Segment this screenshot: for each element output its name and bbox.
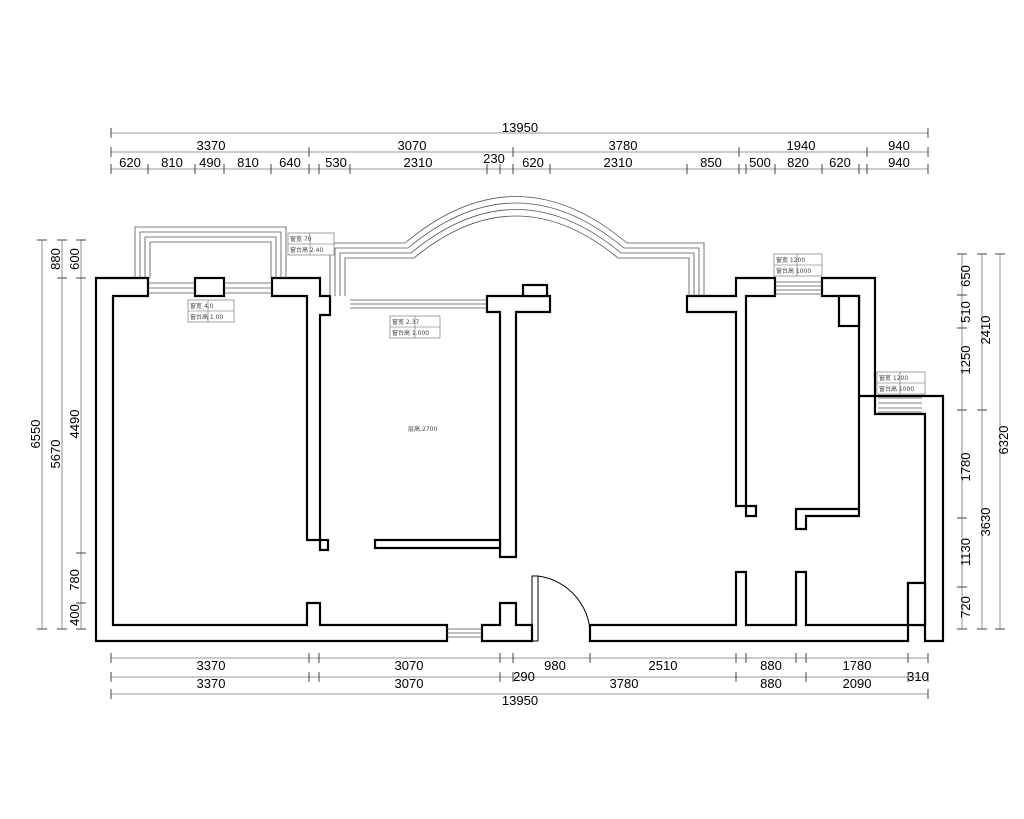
left-inner-2: 4490 bbox=[67, 410, 82, 439]
tag-center-room: 窗宽 2.37 窗台高 1.000 bbox=[389, 315, 441, 339]
bottom-r1-6: 1780 bbox=[843, 658, 872, 673]
top-detail-12: 500 bbox=[749, 155, 771, 170]
right-inner-5: 1130 bbox=[958, 538, 973, 566]
bottom-r2-1: 3370 bbox=[197, 676, 226, 691]
tag-left-room-line2: 窗台高 1.00 bbox=[190, 313, 223, 321]
right-dimensions: 650 510 1250 1780 1130 720 2410 3630 632… bbox=[957, 253, 1011, 630]
tag-top-right-line2: 窗台高 1000 bbox=[776, 267, 811, 275]
top-detail-8: 230 bbox=[483, 151, 505, 166]
top-detail-13: 820 bbox=[787, 155, 809, 170]
top-dimensions: 13950 3370 3070 3780 1940 940 bbox=[110, 120, 929, 174]
bottom-r2-4: 3780 bbox=[610, 676, 639, 691]
bottom-r1-5: 880 bbox=[760, 658, 782, 673]
right-inner-4: 1780 bbox=[958, 453, 973, 482]
tag-top-right: 窗宽 1200 窗台高 1000 bbox=[773, 253, 823, 277]
right-mid-1: 2410 bbox=[978, 316, 993, 345]
left-inner-1: 600 bbox=[67, 248, 82, 270]
bottom-r2-6: 2090 bbox=[843, 676, 872, 691]
left-mid-2: 5670 bbox=[48, 440, 63, 469]
bottom-r2-2: 3070 bbox=[395, 676, 424, 691]
top-detail-11: 850 bbox=[700, 155, 722, 170]
entry-door bbox=[531, 575, 591, 642]
tag-center-room-line2: 窗台高 1.000 bbox=[392, 329, 429, 337]
window-tags: 窗宽 4.0 窗台高 1.00 窗宽 70 窗台高 2.40 窗宽 2.37 窗… bbox=[187, 232, 926, 433]
top-detail-9: 620 bbox=[522, 155, 544, 170]
bottom-r2-3: 290 bbox=[513, 669, 535, 684]
tag-center-room-line1: 窗宽 2.37 bbox=[392, 318, 419, 326]
left-mid-1: 880 bbox=[48, 248, 63, 270]
top-detail-6: 530 bbox=[325, 155, 347, 170]
right-overall-dim: 6320 bbox=[996, 426, 1011, 455]
top-seg-5: 940 bbox=[888, 138, 910, 153]
right-inner-2: 510 bbox=[958, 301, 973, 323]
bottom-overall-dim: 13950 bbox=[502, 693, 538, 708]
right-mid-2: 3630 bbox=[978, 508, 993, 537]
right-inner-6: 720 bbox=[958, 596, 973, 618]
bottom-r1-3: 980 bbox=[544, 658, 566, 673]
walls bbox=[94, 276, 945, 643]
top-seg-2: 3070 bbox=[398, 138, 427, 153]
tag-left-room-line1: 窗宽 4.0 bbox=[190, 302, 214, 310]
top-detail-5: 640 bbox=[279, 155, 301, 170]
bottom-r1-1: 3370 bbox=[197, 658, 226, 673]
tag-bay-window: 窗宽 70 窗台高 2.40 bbox=[287, 232, 335, 256]
right-inner-1: 650 bbox=[958, 265, 973, 287]
bottom-r1-2: 3070 bbox=[395, 658, 424, 673]
tag-right-side-line2: 窗台高 1000 bbox=[879, 385, 914, 393]
tag-top-right-line1: 窗宽 1200 bbox=[776, 256, 805, 264]
top-detail-10: 2310 bbox=[604, 155, 633, 170]
bottom-dimensions: 3370 3070 980 2510 880 1780 3370 3070 29… bbox=[110, 653, 929, 708]
top-detail-7: 2310 bbox=[404, 155, 433, 170]
bottom-r2-5: 880 bbox=[760, 676, 782, 691]
left-inner-4: 400 bbox=[67, 604, 82, 626]
left-dimensions: 6550 880 5670 600 4490 780 400 bbox=[28, 239, 86, 630]
top-detail-3: 490 bbox=[199, 155, 221, 170]
top-detail-ticks bbox=[110, 164, 929, 174]
top-detail-2: 810 bbox=[161, 155, 183, 170]
windows bbox=[134, 196, 922, 638]
right-inner-3: 1250 bbox=[958, 346, 973, 375]
bottom-r1-4: 2510 bbox=[649, 658, 678, 673]
tag-left-room: 窗宽 4.0 窗台高 1.00 bbox=[187, 299, 235, 323]
top-seg-4: 1940 bbox=[787, 138, 816, 153]
bottom-r2-7: 310 bbox=[907, 669, 929, 684]
tag-bay-window-line1: 窗宽 70 bbox=[290, 235, 312, 243]
room-height-label: 层高:2700 bbox=[408, 425, 437, 433]
tag-right-side-line1: 窗宽 1200 bbox=[879, 374, 908, 382]
top-seg-3: 3780 bbox=[609, 138, 638, 153]
left-overall-dim: 6550 bbox=[28, 420, 43, 449]
top-detail-4: 810 bbox=[237, 155, 259, 170]
top-detail-15: 940 bbox=[888, 155, 910, 170]
top-seg-1: 3370 bbox=[197, 138, 226, 153]
top-detail-14: 620 bbox=[829, 155, 851, 170]
top-overall-dim: 13950 bbox=[502, 120, 538, 135]
top-detail-1: 620 bbox=[119, 155, 141, 170]
left-inner-3: 780 bbox=[67, 569, 82, 591]
tag-bay-window-line2: 窗台高 2.40 bbox=[290, 246, 323, 254]
tag-right-side: 窗宽 1200 窗台高 1000 bbox=[876, 371, 926, 395]
